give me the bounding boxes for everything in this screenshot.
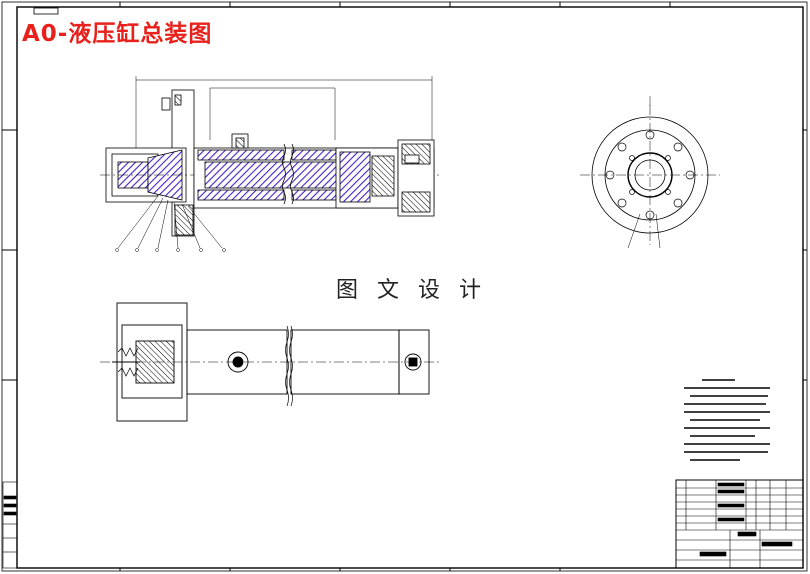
outline-view — [100, 302, 440, 422]
title-block — [675, 479, 804, 569]
technical-notes-block — [684, 379, 770, 461]
section-view — [100, 76, 440, 252]
drawing-title: A0-液压缸总装图 — [22, 21, 213, 47]
margin-stamp-column — [2, 481, 18, 569]
watermark-text: 图 文 设 计 — [336, 278, 487, 303]
end-view — [580, 96, 720, 249]
